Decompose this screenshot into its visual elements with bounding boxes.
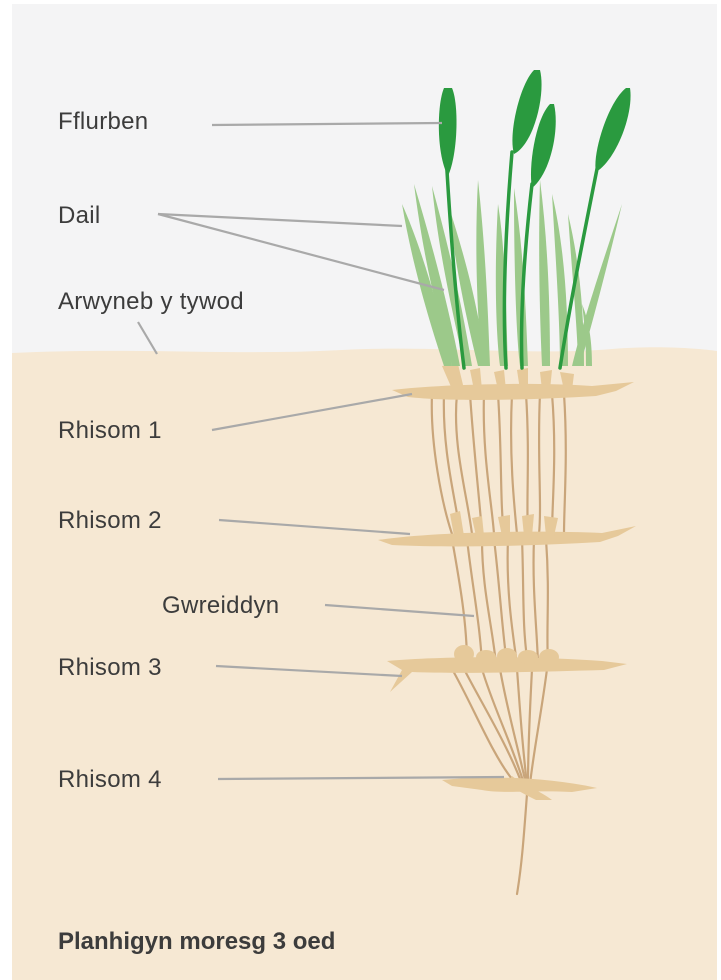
diagram-frame: Fflurben Dail Arwyneb y tywod Rhisom 1 R… [12, 4, 717, 980]
label-flower-spike: Fflurben [58, 108, 148, 136]
label-rhizome-4: Rhisom 4 [58, 766, 162, 794]
marram-grass-diagram [12, 4, 717, 980]
label-rhizome-3: Rhisom 3 [58, 654, 162, 682]
label-rhizome-1: Rhisom 1 [58, 417, 162, 445]
label-sand-surface: Arwyneb y tywod [58, 288, 244, 316]
diagram-caption: Planhigyn moresg 3 oed [58, 928, 335, 956]
label-root: Gwreiddyn [162, 592, 279, 620]
label-leaves: Dail [58, 202, 101, 230]
label-rhizome-2: Rhisom 2 [58, 507, 162, 535]
